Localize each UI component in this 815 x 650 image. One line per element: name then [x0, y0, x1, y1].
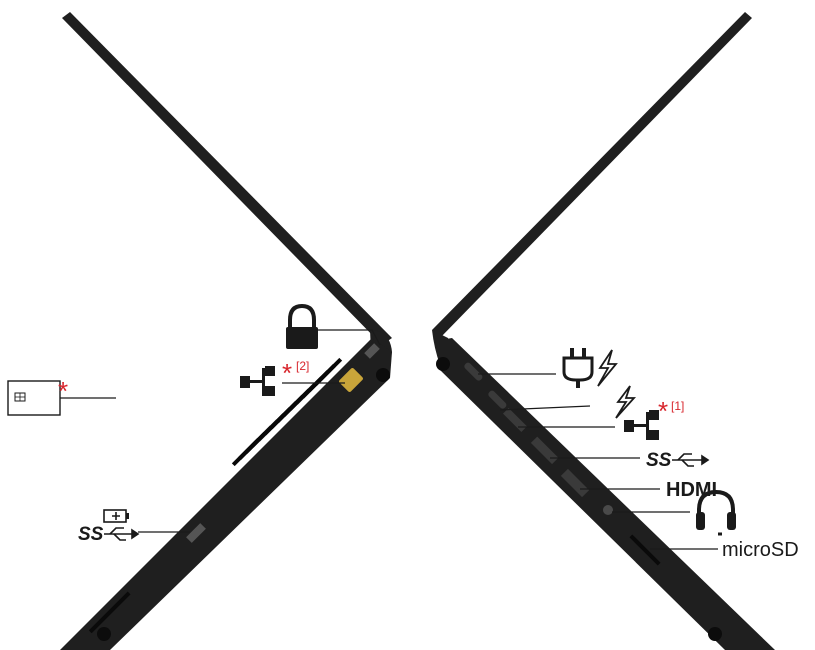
usb-trident-left-icon: [104, 527, 140, 541]
left-laptop: [60, 12, 392, 650]
right-ethernet-extension: [502, 407, 528, 433]
headset-icon: [696, 489, 736, 536]
vent-slots: [231, 357, 343, 467]
left-leader-lines: [60, 329, 381, 533]
right-usbc-port-2: [488, 390, 507, 409]
ethernet-left-marker: *: [282, 358, 292, 388]
ethernet-right-marker: *: [658, 396, 668, 426]
vent-slot: [313, 357, 343, 387]
ethernet-right-note: [1]: [671, 399, 684, 413]
left-ethernet-port: [339, 368, 363, 392]
usb-right-ss-text: SS: [646, 450, 672, 471]
network-icon-right: [624, 410, 659, 440]
leader-thunderbolt: [499, 405, 591, 411]
left-laptop-foot-bottom: [97, 627, 111, 641]
leader-lock: [310, 329, 381, 346]
usb-left-ss-text: SS: [78, 524, 104, 545]
superspeed-usb-battery-icon: SS: [78, 509, 140, 545]
left-smartcard-slot: [88, 591, 131, 634]
smartcard-marker: *: [58, 376, 68, 406]
right-microsd-slot: [629, 534, 661, 566]
right-leader-lines: [478, 373, 718, 550]
right-laptop-lid: [432, 12, 752, 338]
left-lock-slot: [364, 343, 380, 359]
usb-trident-right-icon: [672, 453, 710, 467]
thunderbolt-icon: [615, 385, 637, 419]
smart-card-icon: [7, 380, 61, 416]
left-laptop-base: [60, 338, 392, 650]
right-laptop-foot-bottom: [708, 627, 722, 641]
right-audio-jack: [603, 505, 613, 515]
ethernet-left-note: [2]: [296, 359, 309, 373]
right-laptop-base: [438, 338, 775, 650]
right-laptop-foot-top: [436, 357, 450, 371]
left-usb-port: [186, 523, 206, 543]
power-plug-thunderbolt-icon: [562, 348, 618, 388]
left-laptop-lid: [62, 12, 392, 345]
superspeed-usb-icon: SS: [646, 450, 710, 471]
thunderbolt-bolt-icon: [597, 349, 618, 387]
left-laptop-foot-top: [376, 368, 390, 382]
hdmi-label: HDMI: [666, 479, 717, 501]
right-usbc-port-1: [464, 362, 483, 381]
right-hdmi-port: [560, 468, 590, 498]
right-usb-a-port: [530, 436, 559, 465]
padlock-icon: [286, 303, 318, 349]
right-laptop: [432, 12, 775, 650]
microsd-label: microSD: [722, 539, 799, 561]
network-icon: [240, 366, 275, 396]
power-plug-icon: [562, 348, 594, 388]
